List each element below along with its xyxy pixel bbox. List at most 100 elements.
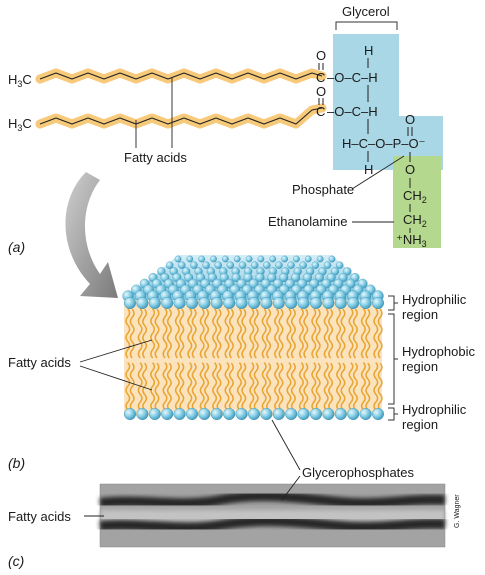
lipid-tail	[216, 362, 222, 411]
phospholipid-head	[186, 255, 194, 263]
phospholipid-head	[260, 408, 273, 421]
lipid-tail	[311, 308, 317, 359]
micrograph-dark-band-bottom	[99, 516, 446, 533]
phospholipid-head	[173, 408, 186, 421]
micrograph-light-band	[100, 510, 445, 522]
ch2-bottom: CH2	[403, 212, 427, 229]
phospholipid-head	[343, 267, 352, 276]
lipid-tail	[249, 308, 255, 359]
phospholipid-head	[178, 261, 186, 269]
phospholipid-head	[310, 297, 323, 310]
phospholipid-head	[372, 297, 385, 310]
phospholipid-head	[243, 272, 253, 282]
panel-b-label: (b)	[8, 455, 25, 471]
hydrophilic-bot-l2: region	[402, 417, 438, 432]
phospholipid-head	[123, 297, 136, 310]
hydrophilic-top-l2: region	[402, 307, 438, 322]
lipid-tail	[236, 308, 242, 359]
phospholipid-head	[238, 261, 247, 269]
phospholipid-head	[297, 297, 310, 310]
phospholipid-head	[210, 408, 223, 421]
leader-phosphate	[351, 155, 405, 190]
phosphate-o-top: O	[405, 112, 415, 127]
phospholipid-head	[272, 408, 285, 421]
lipid-tail	[137, 308, 143, 359]
lipid-tail	[286, 362, 292, 411]
lipid-tail	[298, 362, 304, 411]
ch2-top: CH2	[403, 188, 427, 205]
lipid-tail	[274, 308, 280, 359]
fatty-acids-label-b: Fatty acids	[8, 355, 71, 370]
fatty-acid-bottom-chain	[39, 107, 323, 125]
lipid-tail	[125, 362, 131, 411]
phospholipid-head	[291, 272, 301, 282]
phospholipid-head	[263, 261, 271, 269]
fatty-acids-label-a: Fatty acids	[124, 150, 187, 165]
lipid-tail	[274, 362, 280, 411]
phospholipid-head	[161, 408, 174, 421]
lipid-tail	[179, 308, 185, 359]
hydrophilic-top-l1: Hydrophilic	[402, 292, 467, 307]
credit-label: G. Wagner	[454, 494, 461, 528]
lipid-tail	[278, 362, 284, 411]
lipid-tail	[216, 308, 222, 359]
lipid-tail	[129, 308, 135, 359]
panel-a-structure: Glycerol H3C H3C O C O C H –O–C–H –O–C–H…	[8, 4, 443, 255]
phosphate-label: Phosphate	[292, 182, 354, 197]
lipid-tail	[377, 362, 383, 411]
lipid-tail	[352, 362, 358, 411]
phospholipid-head	[293, 255, 300, 263]
lipid-tail	[162, 308, 168, 359]
lipid-tail	[125, 308, 131, 359]
phospholipid-head	[210, 297, 223, 310]
leader-fa-b-1	[79, 339, 153, 363]
phospholipid-head	[198, 297, 211, 310]
panel-a-label: (a)	[8, 239, 25, 255]
phospholipid-head	[372, 408, 385, 421]
lipid-tail	[199, 308, 205, 359]
phospholipid-head	[334, 408, 347, 421]
phosphate-o-bottom: O	[405, 162, 415, 177]
lipid-tail	[303, 308, 309, 359]
lipid-tail	[278, 308, 284, 359]
lipid-tail	[298, 308, 304, 359]
lipid-tail	[249, 362, 255, 411]
phospholipid-head	[359, 408, 372, 421]
phospholipid-head	[279, 272, 289, 282]
phospholipid-head	[123, 408, 136, 421]
glycerol-row-2: –O–C–H	[327, 70, 378, 85]
phospholipid-head	[202, 261, 210, 269]
phospholipid-head	[297, 408, 310, 421]
phospholipid-head	[316, 255, 324, 263]
lipid-tail	[261, 308, 267, 359]
lipid-tail	[187, 308, 193, 359]
lipid-tail	[224, 362, 230, 411]
phospholipid-head	[257, 255, 265, 263]
phospholipid-head	[287, 261, 295, 269]
lipid-tail	[228, 362, 234, 411]
lipid-tail	[129, 362, 135, 411]
lipid-tail	[150, 308, 156, 359]
lipid-tail	[174, 362, 180, 411]
leader-gp-2	[281, 475, 301, 501]
fatty-acid-top-chain	[39, 72, 323, 80]
phospholipid-head	[323, 261, 332, 269]
lipid-tail	[212, 362, 218, 411]
lipid-tail	[290, 362, 296, 411]
phospholipid-head	[198, 408, 211, 421]
glycerophosphates-label: Glycerophosphates	[302, 465, 415, 480]
lipid-tail	[150, 362, 156, 411]
phospholipid-head	[281, 255, 288, 263]
ester-carbon-top: C	[316, 70, 325, 85]
lipid-tail	[166, 362, 172, 411]
carbonyl-o-bottom: O	[316, 84, 326, 99]
fatty-acid-bottom-glow	[35, 103, 327, 129]
glycerol-row-5: H	[364, 162, 373, 177]
glycerol-row-3: –O–C–H	[327, 104, 378, 119]
lipid-tail	[336, 308, 342, 359]
lipid-tail	[142, 362, 148, 411]
phospholipid-head	[322, 297, 335, 310]
phospholipid-head	[272, 297, 285, 310]
phospholipid-head	[165, 261, 174, 269]
lipid-tail	[191, 308, 197, 359]
